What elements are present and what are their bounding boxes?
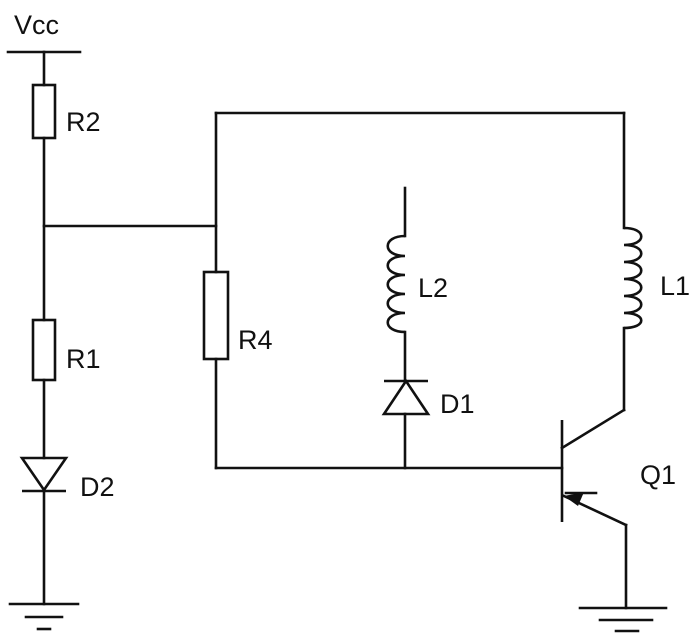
q1-label: Q1 — [640, 460, 676, 490]
emitter-arrow-icon — [564, 492, 584, 506]
resistor-r2: R2 — [31, 83, 101, 140]
vcc-label: Vcc — [14, 10, 59, 40]
vcc-supply: Vcc — [6, 10, 82, 54]
d1-label: D1 — [440, 389, 475, 419]
resistor-r4: R4 — [202, 270, 273, 361]
r2-label: R2 — [66, 107, 101, 137]
inductor-l1: L1 — [622, 226, 690, 412]
inductor-l2: L2 — [386, 186, 448, 382]
r1-label: R1 — [66, 344, 101, 374]
top-rail — [214, 111, 626, 274]
resistor-r1: R1 — [31, 318, 101, 382]
r4-label: R4 — [238, 325, 273, 355]
diode-d1: D1 — [381, 378, 475, 470]
d2-label: D2 — [80, 472, 115, 502]
right-ground — [578, 606, 668, 633]
base-rail — [214, 357, 564, 470]
left-ground — [8, 602, 80, 631]
l2-label: L2 — [418, 273, 448, 303]
diode-d2: D2 — [19, 456, 115, 502]
l1-label: L1 — [660, 271, 690, 301]
transistor-q1: Q1 — [560, 408, 676, 610]
